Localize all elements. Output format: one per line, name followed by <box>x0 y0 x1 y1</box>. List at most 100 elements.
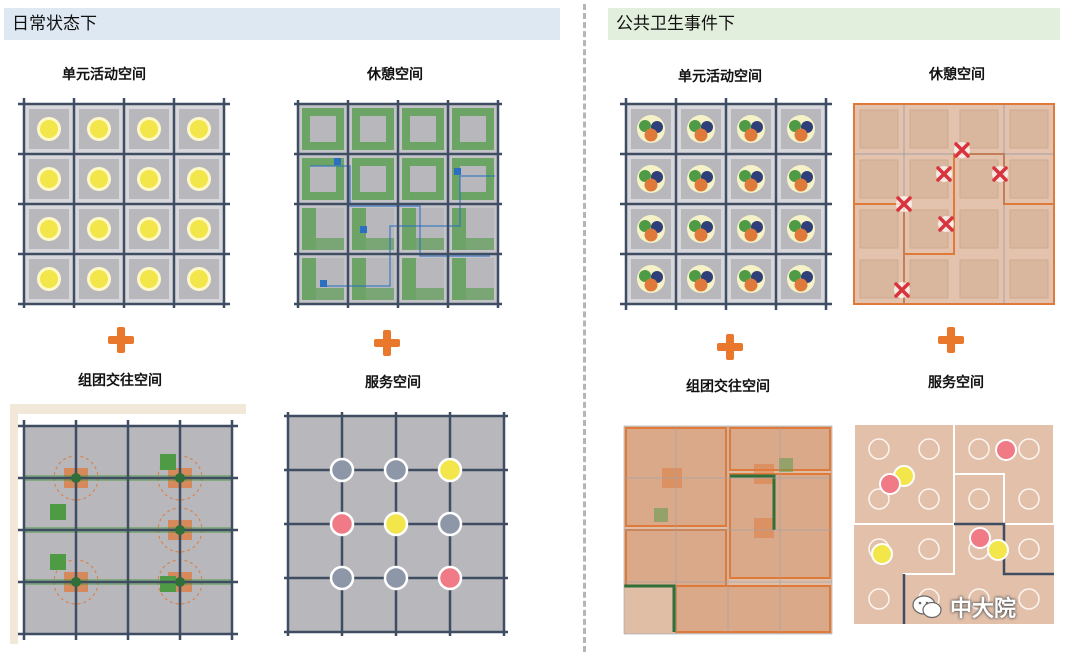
watermark: 中大院 <box>912 584 1060 630</box>
activity-point <box>639 120 651 132</box>
section-divider <box>583 4 586 652</box>
service-point <box>383 565 409 591</box>
activity-point <box>90 170 108 188</box>
activity-point <box>140 220 158 238</box>
label-unit-activity-normal: 单元活动空间 <box>62 67 146 83</box>
service-point <box>437 565 463 591</box>
label-group-normal: 组团交往空间 <box>78 373 162 389</box>
x-mark <box>936 166 952 182</box>
green-patch <box>779 458 793 472</box>
service-slot <box>918 488 940 510</box>
x-mark <box>894 282 910 298</box>
label-service-epidemic: 服务空间 <box>928 375 984 391</box>
activity-point <box>190 170 208 188</box>
grid-cell <box>859 209 899 249</box>
courtyard <box>360 116 386 142</box>
unit-activity-normal-diagram <box>18 98 230 308</box>
blue-marker <box>454 168 461 175</box>
green-space <box>402 258 416 300</box>
service-normal-diagram <box>284 412 508 636</box>
activity-point <box>694 228 708 242</box>
blue-marker <box>320 280 327 287</box>
activity-point <box>694 128 708 142</box>
activity-point <box>694 178 708 192</box>
green-space <box>352 258 366 300</box>
activity-point <box>40 120 58 138</box>
service-slot <box>1018 588 1040 610</box>
paper-edge <box>10 404 18 644</box>
activity-point <box>90 120 108 138</box>
plus-icon <box>717 334 743 360</box>
zone <box>675 585 831 633</box>
activity-point <box>689 270 701 282</box>
service-point <box>437 457 463 483</box>
green-space <box>352 208 366 250</box>
grid-cell <box>859 159 899 199</box>
activity-point <box>90 220 108 238</box>
courtyard <box>410 116 436 142</box>
activity-point <box>789 220 801 232</box>
grid-cell <box>1009 209 1049 249</box>
green-space <box>466 288 494 300</box>
activity-point <box>140 270 158 288</box>
activity-point <box>644 228 658 242</box>
label-service-normal: 服务空间 <box>365 375 421 391</box>
interaction-area <box>754 464 774 484</box>
service-point <box>969 527 991 549</box>
label-rest-normal: 休憩空间 <box>367 67 423 83</box>
label-unit-activity-epidemic: 单元活动空间 <box>678 69 762 85</box>
normal-state-banner: 日常状态下 <box>4 8 560 40</box>
green-space <box>466 238 494 250</box>
path-line <box>310 165 490 257</box>
activity-point <box>190 270 208 288</box>
grid-cell <box>909 259 949 299</box>
activity-point <box>789 170 801 182</box>
service-slot <box>968 488 990 510</box>
courtyard <box>310 166 336 192</box>
activity-point <box>644 128 658 142</box>
activity-point <box>689 120 701 132</box>
service-point <box>995 439 1017 461</box>
hub-node <box>175 525 185 535</box>
grid-cell <box>909 109 949 149</box>
x-mark <box>896 196 912 212</box>
group-interaction-normal-diagram <box>10 404 246 644</box>
service-slot <box>1018 438 1040 460</box>
activity-point <box>639 270 651 282</box>
service-slot <box>918 538 940 560</box>
activity-point <box>794 228 808 242</box>
grid-cell <box>959 159 999 199</box>
path-line <box>730 474 776 530</box>
activity-point <box>744 228 758 242</box>
green-space <box>316 238 344 250</box>
activity-point <box>739 270 751 282</box>
green-space <box>316 288 344 300</box>
activity-point <box>739 170 751 182</box>
grid-cell <box>1009 109 1049 149</box>
courtyard <box>460 116 486 142</box>
epidemic-state-banner: 公共卫生事件下 <box>608 8 1060 40</box>
green-space <box>416 288 444 300</box>
green-space <box>452 208 466 250</box>
service-slot <box>1018 488 1040 510</box>
green-patch <box>654 508 668 522</box>
grid-cell <box>909 209 949 249</box>
service-slot <box>968 588 990 610</box>
green-space <box>302 258 316 300</box>
grid-cell <box>859 109 899 149</box>
watermark-text: 中大院 <box>950 597 1017 622</box>
service-slot <box>918 438 940 460</box>
service-slot <box>868 588 890 610</box>
hub-node <box>71 473 81 483</box>
service-point <box>329 457 355 483</box>
rest-normal-diagram <box>294 100 502 308</box>
activity-point <box>739 220 751 232</box>
activity-point <box>40 270 58 288</box>
green-space <box>402 208 416 250</box>
x-mark <box>992 166 1008 182</box>
activity-point <box>689 220 701 232</box>
activity-point <box>190 220 208 238</box>
green-space <box>302 208 316 250</box>
green-patch <box>160 454 176 470</box>
rest-epidemic-diagram <box>853 103 1055 305</box>
